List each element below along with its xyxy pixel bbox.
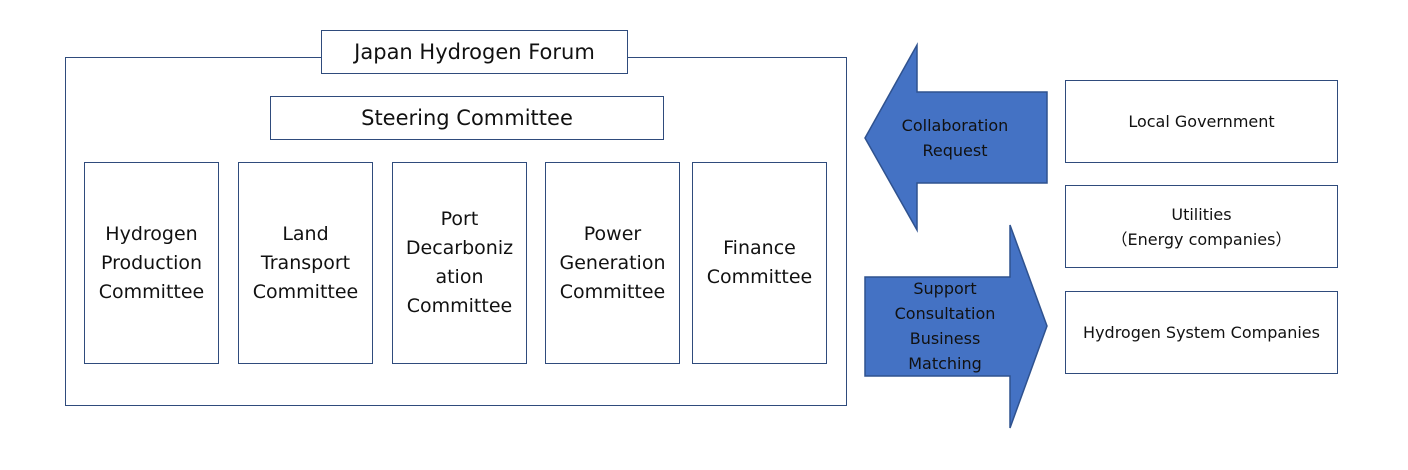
partner-local-government: Local Government	[1065, 80, 1338, 163]
partner-hydrogen-system-companies: Hydrogen System Companies	[1065, 291, 1338, 374]
committee-port-decarbonization: Port Decarboniz ation Committee	[392, 162, 527, 364]
committee-power-generation: Power Generation Committee	[545, 162, 680, 364]
committee-hydrogen-production: Hydrogen Production Committee	[84, 162, 219, 364]
committee-finance: Finance Committee	[692, 162, 827, 364]
collaboration-request-label: Collaboration Request	[901, 116, 1009, 160]
collaboration-request-arrow	[864, 42, 1048, 233]
committee-land-transport: Land Transport Committee	[238, 162, 373, 364]
support-label: Support Consultation Business Matching	[894, 279, 996, 373]
steering-committee-box: Steering Committee	[270, 96, 664, 140]
forum-title: Japan Hydrogen Forum	[321, 30, 628, 74]
partner-utilities: Utilities （Energy companies）	[1065, 185, 1338, 268]
support-arrow	[864, 224, 1048, 429]
